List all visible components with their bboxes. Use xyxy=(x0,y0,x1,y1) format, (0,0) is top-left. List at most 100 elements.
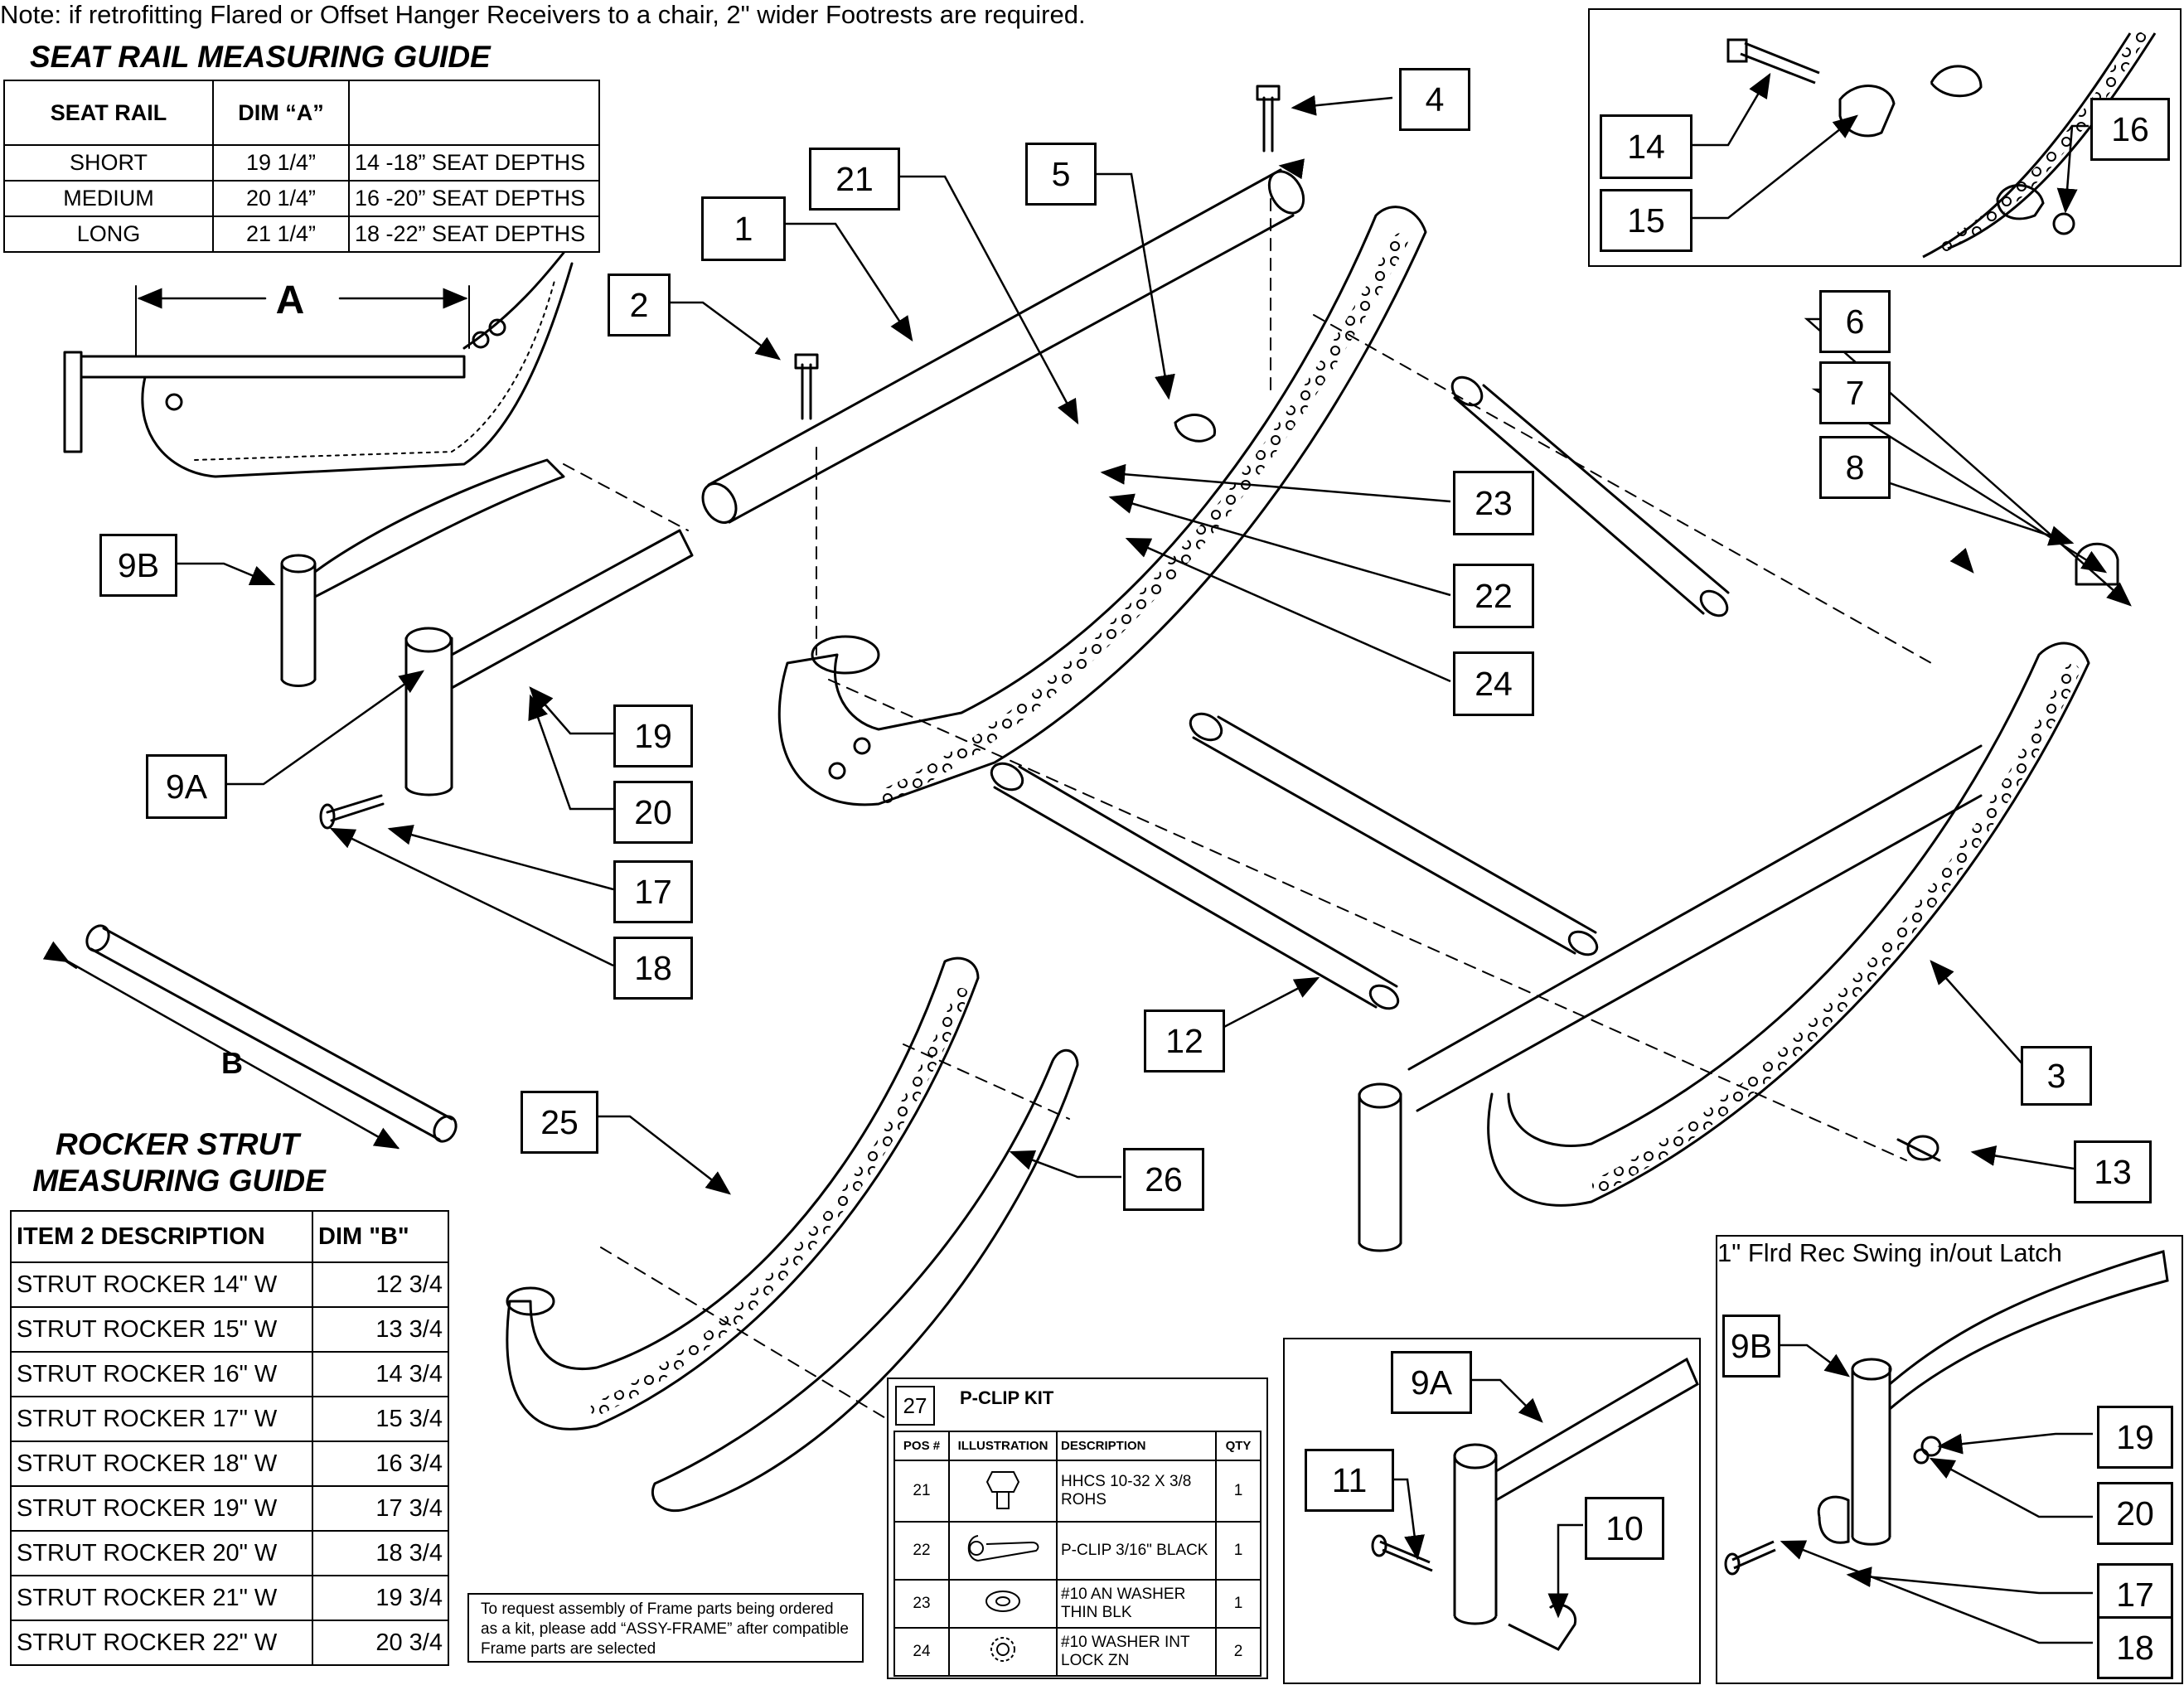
callout-25: 25 xyxy=(521,1091,598,1154)
pos-cell: 23 xyxy=(893,1579,950,1629)
callout-14: 14 xyxy=(1600,114,1692,179)
left-rocker-frame xyxy=(777,206,1427,806)
callout-21: 21 xyxy=(809,148,900,211)
callout-8: 8 xyxy=(1819,436,1891,499)
callout-6: 6 xyxy=(1819,290,1891,353)
rocker-strut-guide-title-line2: MEASURING GUIDE xyxy=(32,1164,326,1198)
table-cell: STRUT ROCKER 17" W xyxy=(10,1396,313,1442)
dim-b-label: B xyxy=(221,1046,243,1080)
description-cell: P-CLIP 3/16" BLACK xyxy=(1056,1521,1217,1581)
callout-20: 20 xyxy=(613,781,693,844)
seat-rail-header: SEAT RAIL xyxy=(3,80,214,146)
table-cell: MEDIUM xyxy=(3,180,214,217)
table-cell: 17 3/4 xyxy=(312,1485,449,1532)
callout-26: 26 xyxy=(1123,1148,1204,1211)
swing-latch-panel-title: 1" Flrd Rec Swing in/out Latch xyxy=(1717,1238,2062,1267)
callout-24: 24 xyxy=(1453,651,1534,716)
qty-cell: 1 xyxy=(1215,1460,1261,1523)
callout-latch-20: 20 xyxy=(2097,1482,2173,1545)
illustration-header: ILLUSTRATION xyxy=(948,1431,1058,1461)
callout-19: 19 xyxy=(613,705,693,767)
callout-detail-9a: 9A xyxy=(1391,1351,1472,1414)
seat-rail-table: SEAT RAIL DIM “A” SHORT 19 1/4” 14 -18” … xyxy=(3,80,600,253)
table-row: SHORT 19 1/4” 14 -18” SEAT DEPTHS xyxy=(3,144,600,182)
table-row: 22 P-CLIP 3/16" BLACK 1 xyxy=(893,1521,1261,1581)
cross-rod-lower xyxy=(990,762,1400,1010)
callout-10: 10 xyxy=(1585,1497,1664,1560)
hanger-receiver-detail-panel xyxy=(1283,1338,1701,1684)
kit-title: P-CLIP KIT xyxy=(960,1387,1054,1408)
clamp-part-7 xyxy=(2075,542,2119,586)
table-cell: STRUT ROCKER 16" W xyxy=(10,1351,313,1397)
cross-rod-upper xyxy=(1450,375,1730,617)
right-rocker-frame xyxy=(1358,642,2090,1252)
table-cell: 20 1/4” xyxy=(212,180,350,217)
callout-12: 12 xyxy=(1144,1010,1225,1072)
table-cell: LONG xyxy=(3,215,214,253)
table-cell: STRUT ROCKER 21" W xyxy=(10,1575,313,1621)
callout-13: 13 xyxy=(2074,1140,2152,1203)
retrofit-note: Note: if retrofitting Flared or Offset H… xyxy=(0,0,1086,29)
qty-cell: 2 xyxy=(1215,1627,1261,1677)
callout-4: 4 xyxy=(1399,68,1470,131)
table-cell: 12 3/4 xyxy=(312,1261,449,1308)
part-1-seat-tube xyxy=(701,168,1305,524)
kit-parts-table: POS # ILLUSTRATION DESCRIPTION QTY 21 HH… xyxy=(893,1431,1261,1677)
detail-leader-lines-2 xyxy=(1391,1378,1583,1619)
callout-18: 18 xyxy=(613,937,693,1000)
callout-latch-9b: 9B xyxy=(1722,1315,1780,1378)
seat-rail-sketch xyxy=(63,251,574,478)
lock-washer-icon xyxy=(948,1627,1058,1677)
bolt-17 xyxy=(319,794,385,830)
part-9a-tube xyxy=(404,529,694,797)
table-cell: STRUT ROCKER 15" W xyxy=(10,1306,313,1353)
table-cell: STRUT ROCKER 14" W xyxy=(10,1261,313,1308)
pos-cell: 21 xyxy=(893,1460,950,1523)
description-cell: HHCS 10-32 X 3/8 ROHS xyxy=(1056,1460,1217,1523)
p-clip-kit-table: 27 P-CLIP KIT POS # ILLUSTRATION DESCRIP… xyxy=(887,1378,1268,1679)
latch-leader-lines xyxy=(1777,1344,2093,1644)
flat-washer-icon xyxy=(948,1579,1058,1629)
callout-2: 2 xyxy=(608,274,671,337)
callout-5: 5 xyxy=(1025,143,1097,206)
callout-15: 15 xyxy=(1600,189,1692,252)
bolt-13 xyxy=(1896,1135,1941,1162)
kit-number: 27 xyxy=(895,1386,935,1426)
qty-cell: 1 xyxy=(1215,1579,1261,1629)
p-clip-icon xyxy=(948,1521,1058,1581)
table-cell: 14 -18” SEAT DEPTHS xyxy=(348,144,600,182)
table-row: MEDIUM 20 1/4” 16 -20” SEAT DEPTHS xyxy=(3,180,600,217)
cross-rod-middle xyxy=(1189,712,1599,956)
seat-rail-guide-title: SEAT RAIL MEASURING GUIDE xyxy=(30,40,491,74)
kit-assembly-note: To request assembly of Frame parts being… xyxy=(467,1593,864,1663)
table-cell: 13 3/4 xyxy=(312,1306,449,1353)
table-cell: 15 3/4 xyxy=(312,1396,449,1442)
callout-latch-18: 18 xyxy=(2097,1616,2173,1679)
table-cell: STRUT ROCKER 18" W xyxy=(10,1440,313,1487)
qty-header: QTY xyxy=(1215,1431,1261,1461)
callout-9a: 9A xyxy=(146,754,227,819)
detail-leader-lines xyxy=(1689,72,2089,220)
table-cell: 19 3/4 xyxy=(312,1575,449,1621)
seat-depth-header xyxy=(348,80,600,146)
callout-1: 1 xyxy=(701,196,786,261)
callout-11: 11 xyxy=(1305,1449,1394,1512)
swing-latch-detail-panel xyxy=(1716,1235,2183,1684)
callout-23: 23 xyxy=(1453,471,1534,535)
bolt-2 xyxy=(794,353,819,420)
rocker-strut-table: ITEM 2 DESCRIPTION DIM "B" STRUT ROCKER … xyxy=(10,1210,449,1666)
table-cell: 21 1/4” xyxy=(212,215,350,253)
pos-cell: 22 xyxy=(893,1521,950,1581)
table-cell: 18 -22” SEAT DEPTHS xyxy=(348,215,600,253)
description-cell: #10 WASHER INT LOCK ZN xyxy=(1056,1627,1217,1677)
dim-a-header: DIM “A” xyxy=(212,80,350,146)
dim-b-header: DIM "B" xyxy=(312,1210,449,1263)
rocker-strut-b xyxy=(42,924,458,1150)
